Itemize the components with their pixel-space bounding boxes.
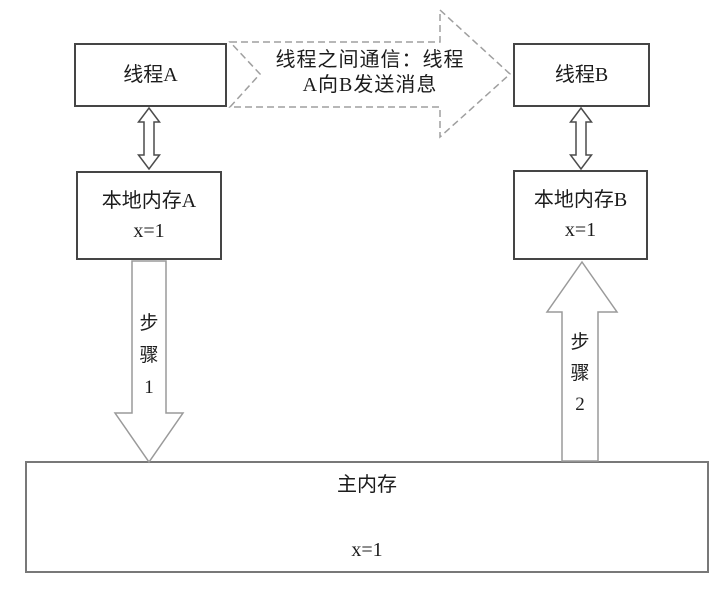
step2-label: 步 骤 2: [562, 327, 598, 420]
communication-arrow-label-line2: A向B发送消息: [302, 74, 438, 96]
local-memory-a-box: 本地内存A x=1: [76, 171, 222, 260]
main-memory-value: x=1: [351, 539, 383, 561]
local-memory-b-value: x=1: [564, 219, 597, 241]
local-memory-b-box: 本地内存B x=1: [513, 170, 648, 260]
main-memory-box: 主内存 x=1: [25, 461, 709, 573]
local-memory-b-title: 本地内存B: [533, 189, 628, 211]
step1-char-1: 步: [139, 313, 159, 334]
thread-a-box: 线程A: [74, 43, 227, 107]
step2-char-1: 步: [570, 332, 590, 353]
thread-a-label: 线程A: [123, 64, 178, 86]
thread-b-box: 线程B: [513, 43, 650, 107]
step1-char-3: 1: [144, 377, 154, 398]
communication-arrow-label-line1: 线程之间通信：线程: [275, 49, 465, 71]
local-memory-a-title: 本地内存A: [101, 189, 197, 212]
thread-b-label: 线程B: [554, 64, 609, 86]
step1-label: 步 骤 1: [131, 308, 167, 404]
step1-char-2: 骤: [139, 345, 159, 366]
double-arrow-a-icon: [137, 106, 161, 171]
step2-char-2: 骤: [570, 363, 590, 384]
step2-char-3: 2: [575, 394, 585, 415]
double-arrow-b-icon: [569, 106, 593, 171]
main-memory-title: 主内存: [337, 474, 397, 496]
communication-arrow-label: 线程之间通信：线程 A向B发送消息: [250, 48, 490, 98]
local-memory-a-value: x=1: [133, 219, 165, 242]
